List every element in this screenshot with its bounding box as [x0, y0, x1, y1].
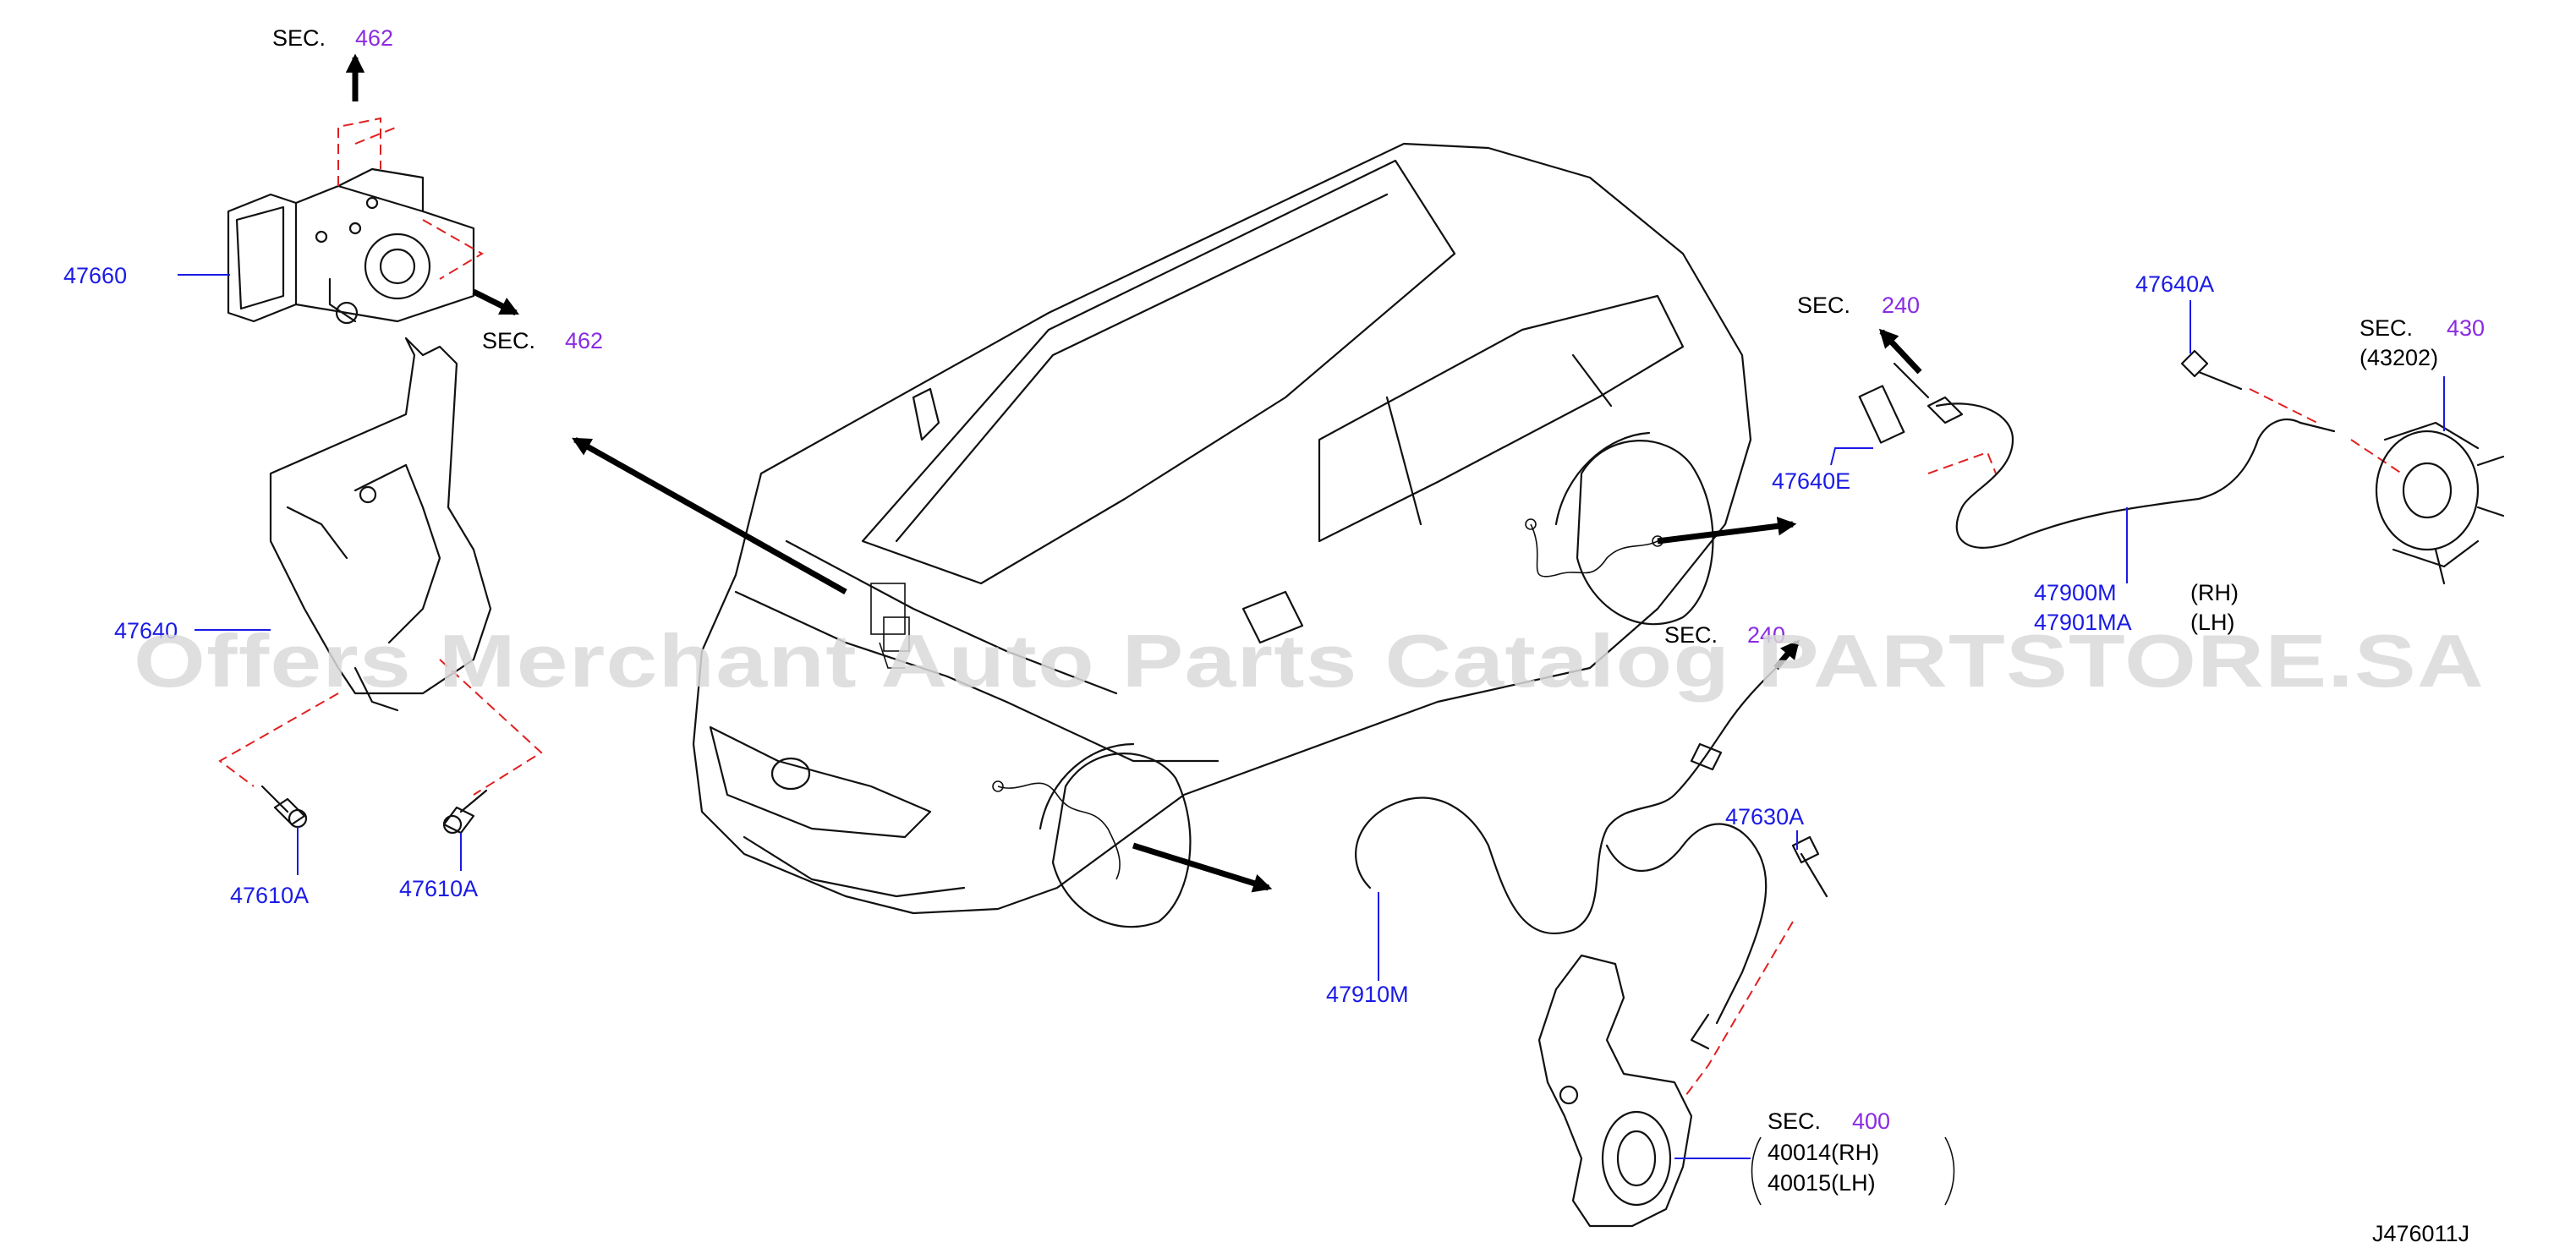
front-reference-line — [1682, 921, 1794, 1100]
bolt-icon — [260, 785, 308, 829]
bolt-icon — [2180, 349, 2243, 391]
tag-rh: (RH) — [2190, 580, 2239, 605]
steering-knuckle-icon — [1537, 954, 1693, 1228]
tag-lh: (LH) — [2190, 610, 2235, 635]
sec-label-front-sensor: SEC. — [1664, 622, 1718, 648]
leader-47640e — [1830, 447, 1873, 466]
part-47640a-rear[interactable]: 47640A — [2135, 271, 2214, 297]
abs-reference-lines — [337, 117, 484, 280]
sec-label-rear-sensor: SEC. — [1797, 293, 1850, 318]
part-47630a[interactable]: 47630A — [1725, 804, 1804, 829]
rear-harness-location-icon — [1525, 518, 1663, 577]
part-47901ma[interactable]: 47901MA — [2034, 610, 2132, 635]
knuckle-rh: 40014(RH) — [1768, 1140, 1879, 1165]
abs-location-icon — [870, 583, 910, 669]
knuckle-bracket-paren — [1751, 1136, 1762, 1206]
part-47910m[interactable]: 47910M — [1326, 982, 1409, 1007]
diagram-code: J476011J — [2372, 1221, 2469, 1246]
sec-label-rear-hub: SEC. — [2360, 315, 2413, 341]
sec-label-abs-side: SEC. — [482, 328, 535, 353]
watermark: Offers Merchant Auto Parts Catalog PARTS… — [134, 619, 2485, 703]
rear-reference-lines — [1927, 388, 2403, 474]
mounting-bracket-icon — [269, 337, 492, 712]
arrow-abs-sec-side — [472, 288, 520, 316]
part-47610a-right[interactable]: 47610A — [399, 876, 478, 901]
sec-ref-rear-hub: (43202) — [2360, 345, 2438, 370]
bolt-icon — [442, 789, 488, 835]
part-47610a-left[interactable]: 47610A — [230, 883, 309, 908]
front-wheel-sensor-harness-icon — [1355, 666, 1778, 1050]
arrow-front-sec — [1773, 639, 1800, 671]
sec-number-rear-hub[interactable]: 430 — [2447, 315, 2485, 341]
sec-number-abs-side[interactable]: 462 — [565, 328, 603, 353]
arrow-rear-sec — [1878, 328, 1922, 375]
sec-number-abs-top[interactable]: 462 — [355, 25, 393, 51]
knuckle-bracket-paren-right — [1944, 1136, 1955, 1206]
arrow-rear-sensor — [1657, 517, 1797, 545]
part-47640e[interactable]: 47640E — [1772, 468, 1850, 494]
sec-number-front-sensor[interactable]: 240 — [1747, 622, 1785, 648]
knuckle-lh: 40015(LH) — [1768, 1170, 1876, 1196]
part-47660[interactable]: 47660 — [63, 263, 127, 288]
sec-number-knuckle[interactable]: 400 — [1852, 1108, 1890, 1134]
abs-actuator-icon — [227, 167, 475, 325]
vehicle-outline-icon — [692, 142, 1752, 928]
rear-wheel-sensor-harness-icon — [1858, 362, 2336, 549]
sec-label-abs-top: SEC. — [272, 25, 326, 51]
part-47900m[interactable]: 47900M — [2034, 580, 2117, 605]
arrow-front-sensor — [1132, 842, 1273, 893]
sec-label-knuckle: SEC. — [1768, 1108, 1821, 1134]
part-47640[interactable]: 47640 — [114, 618, 178, 643]
front-harness-location-icon — [992, 780, 1121, 880]
sec-number-rear-sensor[interactable]: 240 — [1882, 293, 1920, 318]
rear-hub-assembly-icon — [2375, 421, 2505, 585]
bracket-reference-lines — [218, 659, 543, 796]
arrow-abs — [572, 436, 847, 595]
bolt-icon — [1791, 835, 1828, 898]
